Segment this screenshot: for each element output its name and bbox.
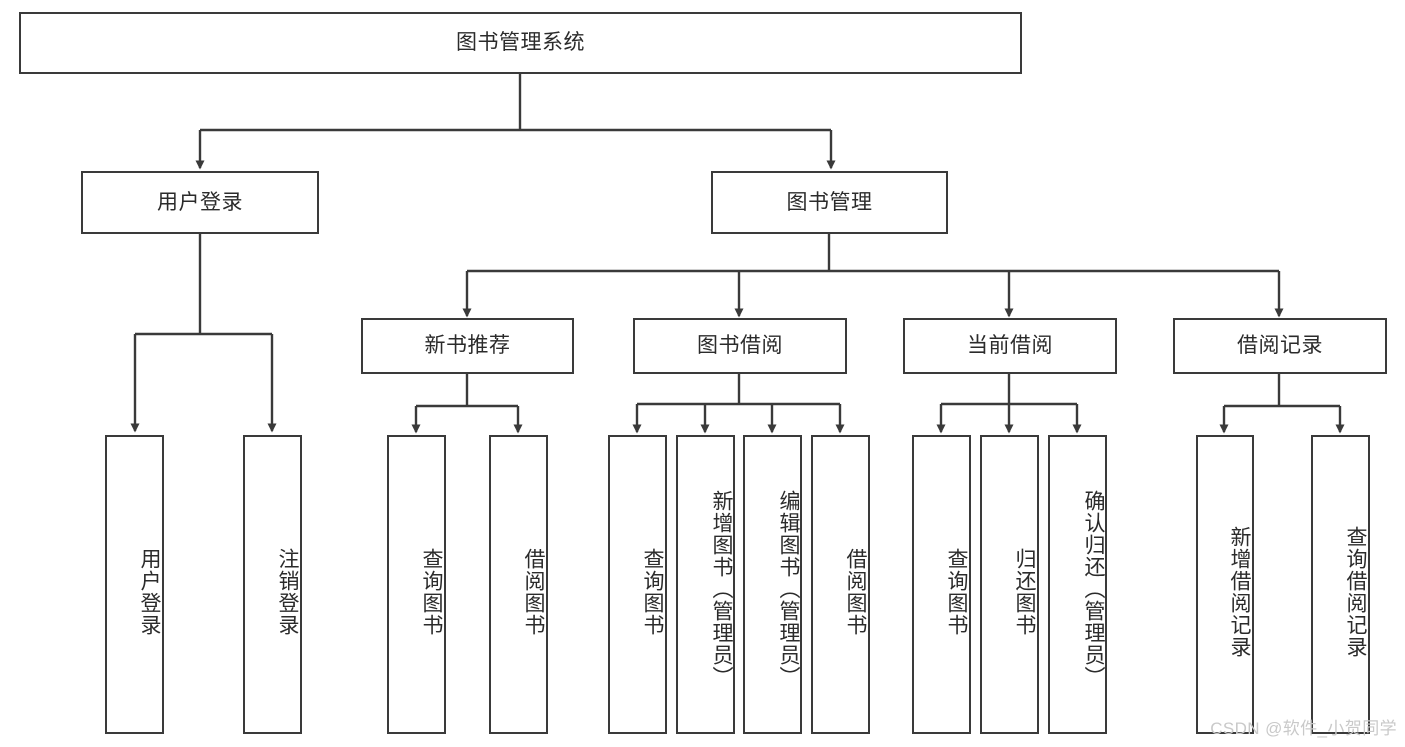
leaf-add-book-admin[interactable]: 新增图书（管理员） xyxy=(676,435,735,734)
leaf-query-book-nb[interactable]: 查询图书 xyxy=(387,435,446,734)
node-book-management[interactable]: 图书管理 xyxy=(711,171,948,234)
node-borrow-record[interactable]: 借阅记录 xyxy=(1173,318,1387,374)
leaf-edit-book-admin[interactable]: 编辑图书（管理员） xyxy=(743,435,802,734)
node-current-borrow[interactable]: 当前借阅 xyxy=(903,318,1117,374)
leaf-add-borrow-record[interactable]: 新增借阅记录 xyxy=(1196,435,1254,734)
leaf-confirm-return-admin[interactable]: 确认归还（管理员） xyxy=(1048,435,1107,734)
leaf-query-book-bb[interactable]: 查询图书 xyxy=(608,435,667,734)
csdn-watermark: CSDN @软件_小贺同学 xyxy=(1210,719,1397,738)
leaf-logout[interactable]: 注销登录 xyxy=(243,435,302,734)
node-new-book-recommend[interactable]: 新书推荐 xyxy=(361,318,574,374)
node-book-borrow[interactable]: 图书借阅 xyxy=(633,318,847,374)
leaf-borrow-book-nb[interactable]: 借阅图书 xyxy=(489,435,548,734)
leaf-user-login[interactable]: 用户登录 xyxy=(105,435,164,734)
node-user-login[interactable]: 用户登录 xyxy=(81,171,319,234)
leaf-query-book-cb[interactable]: 查询图书 xyxy=(912,435,971,734)
node-root-book-management-system[interactable]: 图书管理系统 xyxy=(19,12,1022,74)
leaf-borrow-book-bb[interactable]: 借阅图书 xyxy=(811,435,870,734)
leaf-return-book[interactable]: 归还图书 xyxy=(980,435,1039,734)
leaf-query-borrow-record[interactable]: 查询借阅记录 xyxy=(1311,435,1370,734)
